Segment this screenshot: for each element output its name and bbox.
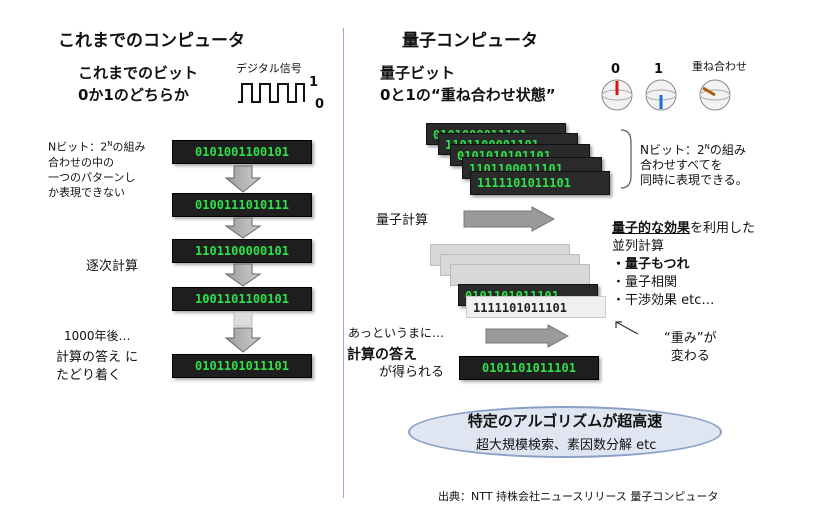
instant-label: あっというまに…	[348, 326, 445, 340]
left-title: これまでのコンピュータ	[58, 31, 245, 51]
qubit-register: 1111101011101	[470, 171, 610, 195]
digital-signal-label: デジタル信号	[236, 62, 302, 75]
bloch-sphere-superposition-icon	[699, 79, 731, 111]
sequential-label: 逐次計算	[86, 259, 139, 274]
fast-algorithm-examples: 超大規模検索、素因数分解 etc	[476, 438, 657, 453]
binary-row: 1001101100101	[172, 287, 312, 311]
signal-low-label: 0	[315, 97, 325, 112]
qubit-register: 1111101011101	[466, 296, 606, 318]
binary-row: 0101001100101	[172, 140, 312, 164]
classical-bit-heading: これまでのビット 0か1のどちらか	[78, 62, 198, 106]
right-nbit-note: Nビット：2Nの組み 合わせすべてを 同時に表現できる。	[640, 143, 748, 187]
weight-arrow	[615, 321, 639, 335]
bloch-sphere-1-icon	[645, 79, 677, 111]
binary-row: 0100111010111	[172, 193, 312, 217]
superposition-label: 重ね合わせ	[692, 60, 747, 73]
quantum-effect-text: 量子的な効果を利用した 並列計算 ・量子もつれ ・量子相関 ・干渉効果 etc…	[612, 221, 756, 308]
qubit-heading: 量子ビット 0と1の“重ね合わせ状態”	[380, 62, 556, 106]
instant-arrow	[485, 324, 570, 348]
quantum-calc-label: 量子計算	[376, 213, 429, 228]
fast-algorithm-title: 特定のアルゴリズムが超高速	[467, 412, 663, 430]
source-credit: 出典：NTT 持株会社ニュースリリース 量子コンピュータ	[438, 490, 719, 503]
right-answer-text: 計算の答え が得られる	[347, 347, 445, 380]
signal-high-label: 1	[309, 75, 319, 90]
classical-bit-line1: これまでのビット	[78, 64, 199, 82]
down-arrows	[224, 165, 262, 353]
right-bracket	[620, 129, 632, 189]
left-nbit-note: Nビット：2Nの組み 合わせの中の 一つのパターンし か表現できない	[48, 140, 146, 199]
qubit-line2: 0と1の“重ね合わせ状態”	[380, 86, 556, 104]
qubit-0-label: 0	[611, 62, 621, 77]
bloch-sphere-0-icon	[601, 79, 633, 111]
right-title: 量子コンピュータ	[402, 31, 538, 51]
weight-change-text: “重み”が 変わる	[664, 331, 717, 364]
answer-binary: 0101101011101	[459, 356, 599, 380]
binary-row: 0101101011101	[172, 354, 312, 378]
qubit-1-label: 1	[654, 62, 664, 77]
left-answer-text: 計算の答え に たどり着く	[56, 350, 139, 383]
binary-row: 1101100000101	[172, 239, 312, 263]
fast-algorithm-ellipse	[408, 406, 722, 458]
classical-bit-line2: 0か1のどちらか	[78, 86, 189, 104]
qubit-line1: 量子ビット	[380, 64, 456, 82]
faded-register	[450, 264, 590, 286]
after-1000-years: 1000年後…	[64, 329, 131, 343]
panel-divider	[343, 28, 344, 498]
quantum-calc-arrow	[463, 206, 556, 232]
digital-signal-waveform	[238, 83, 305, 103]
